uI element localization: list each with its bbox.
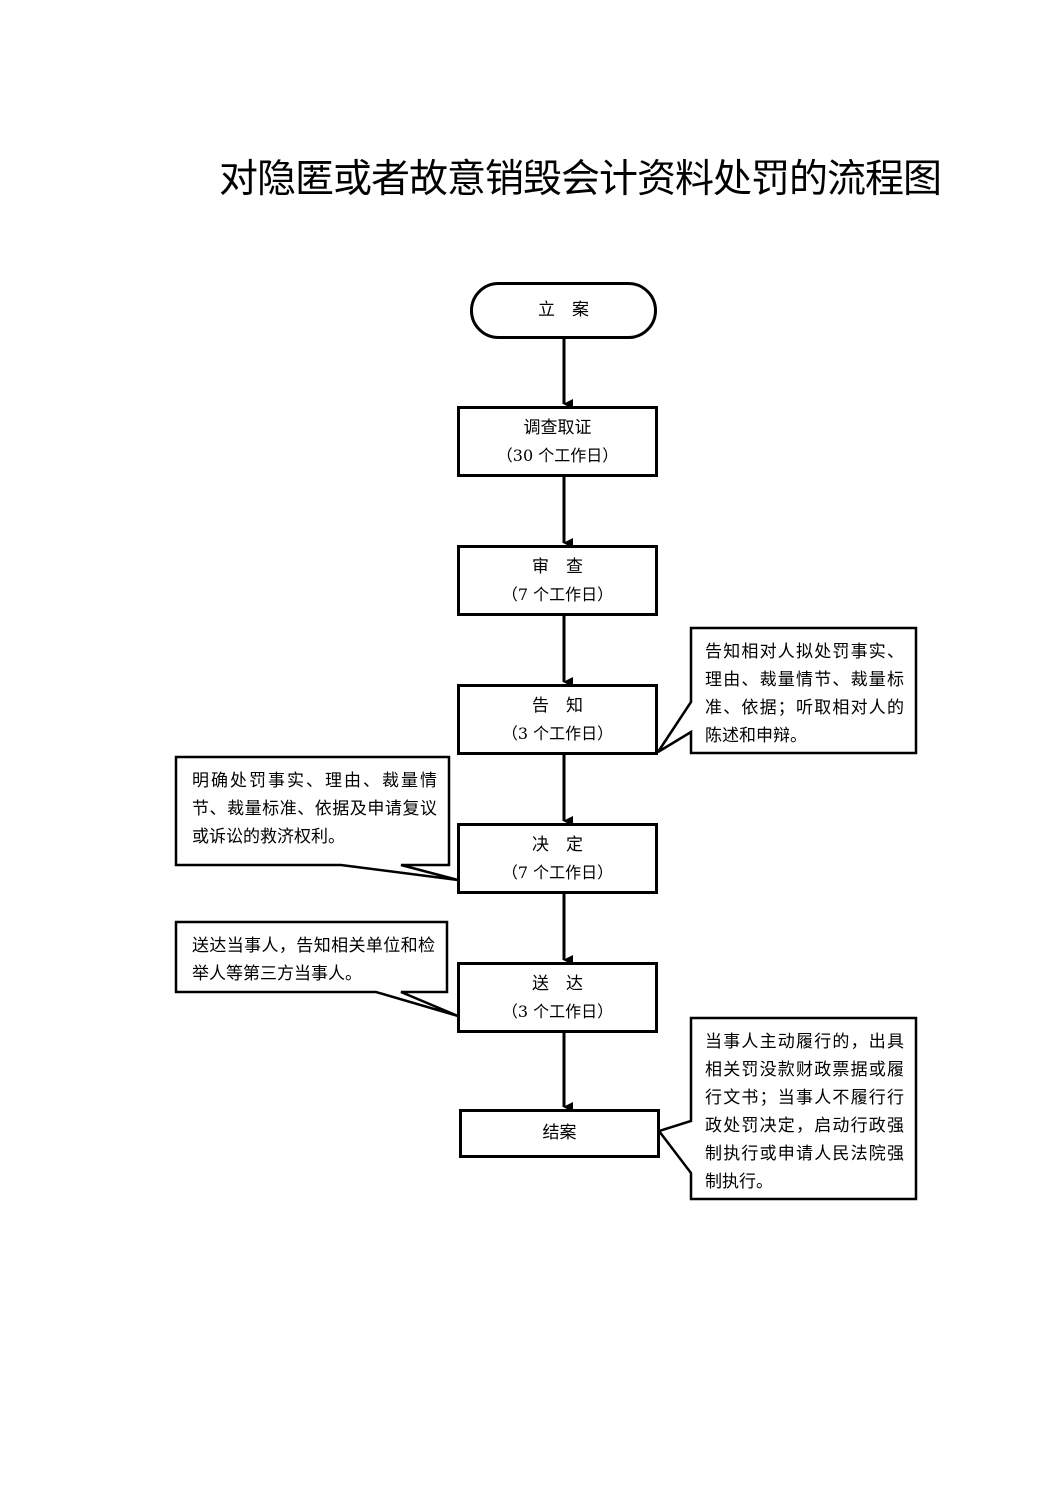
node-close: 结案 (459, 1109, 660, 1158)
node-start: 立 案 (470, 282, 657, 339)
node-review-label: 审 查 (532, 556, 583, 577)
node-close-label: 结案 (542, 1123, 577, 1143)
callout-close-note (656, 1016, 918, 1201)
node-deliver: 送 达 （3 个工作日） (457, 962, 658, 1033)
node-notify-duration: （3 个工作日） (501, 723, 614, 743)
node-investigate: 调查取证 （30 个工作日） (457, 406, 658, 477)
node-deliver-duration: （3 个工作日） (501, 1001, 614, 1021)
note-decide: 明确处罚事实、理由、裁量情节、裁量标准、依据及申请复议或诉讼的救济权利。 (192, 771, 437, 847)
note-close: 当事人主动履行的，出具相关罚没款财政票据或履行文书；当事人不履行行政处罚决定，启… (705, 1032, 904, 1192)
callout-decide-note (174, 755, 459, 882)
node-notify: 告 知 （3 个工作日） (457, 684, 658, 755)
node-deliver-label: 送 达 (532, 973, 583, 994)
note-deliver: 送达当事人，告知相关单位和检举人等第三方当事人。 (192, 936, 435, 984)
node-start-label: 立 案 (538, 300, 589, 320)
node-decide: 决 定 （7 个工作日） (457, 823, 658, 894)
node-decide-label: 决 定 (532, 834, 583, 855)
node-review: 审 查 （7 个工作日） (457, 545, 658, 616)
callout-deliver-note (174, 920, 459, 1018)
callout-notify-note (656, 626, 918, 755)
node-decide-duration: （7 个工作日） (501, 862, 614, 882)
page-title: 对隐匿或者故意销毁会计资料处罚的流程图 (218, 157, 942, 202)
node-review-duration: （7 个工作日） (501, 584, 614, 604)
node-investigate-label: 调查取证 (523, 417, 592, 438)
node-notify-label: 告 知 (532, 695, 583, 716)
note-notify: 告知相对人拟处罚事实、理由、裁量情节、裁量标准、依据；听取相对人的陈述和申辩。 (705, 642, 904, 746)
node-investigate-duration: （30 个工作日） (496, 445, 619, 465)
